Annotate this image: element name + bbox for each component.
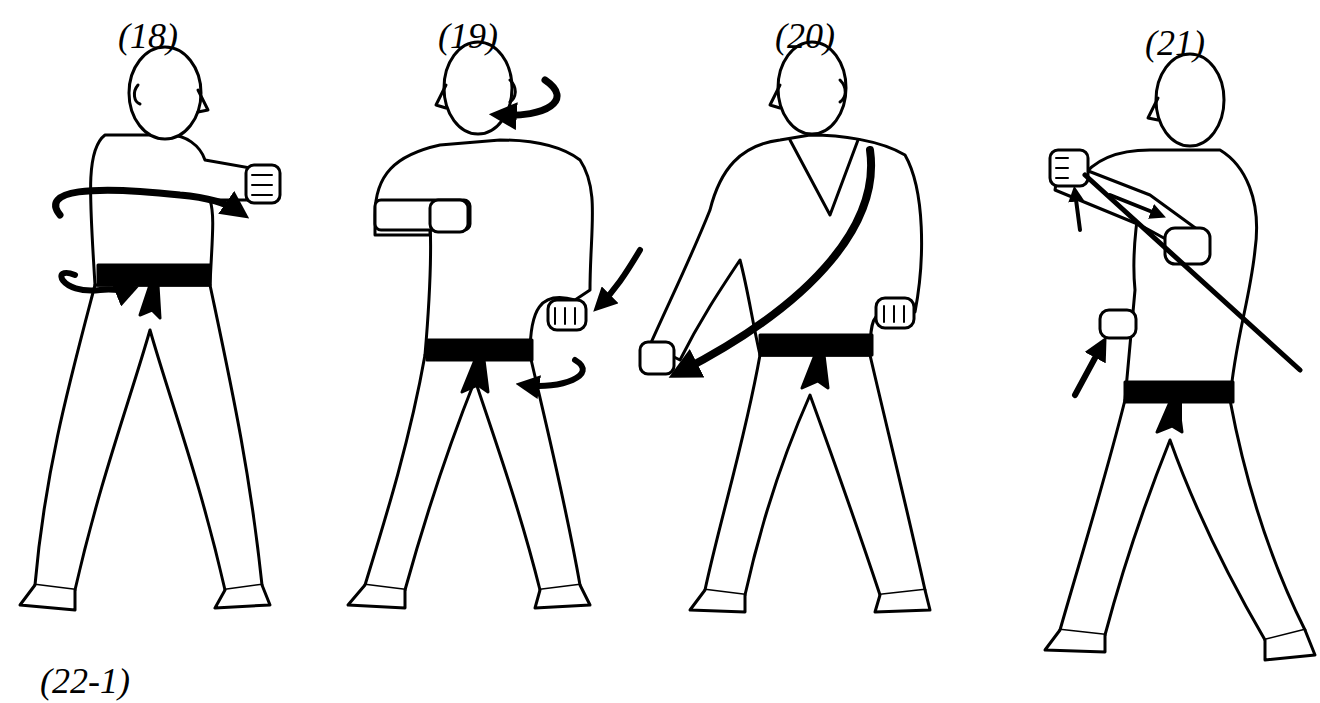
karateka-figure [348,42,640,608]
step-number: (21) [1145,25,1205,61]
karateka-figure [20,47,280,610]
step-number: (19) [438,18,498,54]
step-number: (22-1) [40,663,130,699]
karateka-figure [640,42,930,612]
step-number: (18) [118,18,178,54]
step-number: (20) [775,18,835,54]
karateka-figure [1045,54,1315,660]
